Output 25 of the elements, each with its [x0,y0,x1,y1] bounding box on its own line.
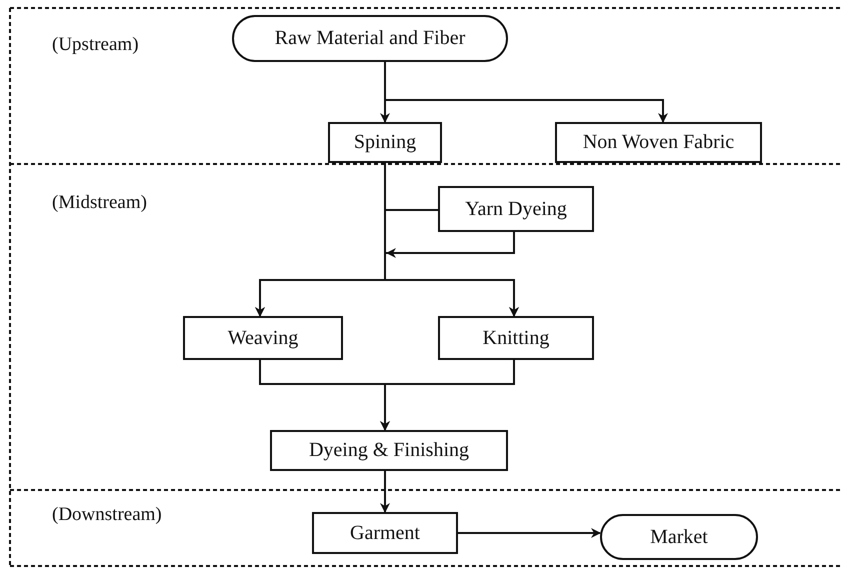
process-box [328,122,442,163]
arrow [458,528,601,538]
stream-label: (Upstream) [52,34,139,56]
terminal-box [232,15,508,62]
terminal-box [600,514,758,560]
process-box [555,122,762,163]
process-box [270,430,508,471]
node-label: Raw Material and Fiber [274,27,466,50]
stream-label: (Midstream) [52,192,147,214]
process-box [438,186,594,232]
arrow [380,360,515,431]
node-label: Garment [350,522,420,544]
node-label: Dyeing & Finishing [308,439,469,462]
process-box [183,316,343,360]
process-box [312,512,458,554]
arrow [380,471,390,513]
process-box [438,316,594,360]
node-label: Yarn Dyeing [465,198,567,220]
node-label: Knitting [482,326,550,350]
node-label: Spining [354,131,416,154]
node-label: Market [650,526,708,548]
arrow [384,62,668,123]
node-label: Weaving [228,326,298,350]
stream-label: (Downstream) [52,504,162,526]
node-label: Non Woven Fabric [582,131,734,154]
